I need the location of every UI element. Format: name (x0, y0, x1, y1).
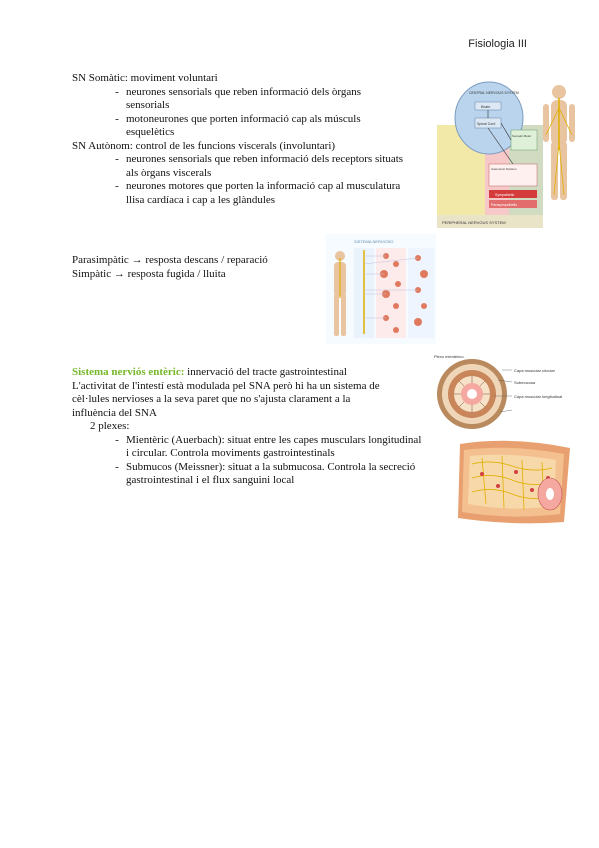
enteric-paragraph-line: L'activitat de l'intestí està modulada p… (72, 379, 380, 392)
human-figure-icon (334, 251, 346, 336)
enteric-paragraph-line: influència del SNA (72, 406, 157, 419)
plexus-item: -Submucos (Meissner): situat a la submuc… (115, 460, 416, 487)
simpatic-line: Simpàtic → resposta fugida / lluita (72, 267, 226, 280)
intestine-wall-svg (452, 434, 575, 528)
fig1-spinal-label: Spinal Cord (477, 122, 495, 126)
fig3-label: Capa muscular circular (514, 368, 556, 373)
human-figure-icon (543, 85, 575, 200)
fig1-sympathetic-label: Sympathetic (495, 193, 515, 197)
nervous-system-diagram: PERIPHERAL NERVOUS SYSTEM CENTRAL NERVOU… (437, 80, 575, 228)
enteric-title-rest: innervació del tracte gastrointestinal (184, 366, 347, 378)
sistema-nervioso-svg: SISTEMA NERVIOSO (326, 234, 436, 344)
fig1-somatic-label: Somatic Motor (512, 134, 531, 138)
fig1-peripheral-label: PERIPHERAL NERVOUS SYSTEM (442, 220, 506, 225)
page-header: Fisiologia III (468, 38, 527, 50)
nervous-system-diagram-svg: PERIPHERAL NERVOUS SYSTEM CENTRAL NERVOU… (437, 80, 575, 228)
gut-cross-section-svg: Plexo mientérico Capa muscular circular … (432, 352, 574, 434)
fig3-label: Capa muscular longitudinal (514, 394, 562, 399)
autonom-title: SN Autònom: control de les funcions visc… (72, 139, 336, 152)
fig1-autonomic-label: Autonomic Division (491, 167, 517, 171)
somatic-item: -motoneurones que porten informació cap … (115, 112, 361, 139)
intestine-wall-illustration (452, 434, 575, 528)
autonomic-divisions: Parasimpàtic → resposta descans / repara… (72, 254, 268, 281)
gut-cross-section-diagram: Plexo mientérico Capa muscular circular … (432, 352, 574, 434)
fig1-central-label: CENTRAL NERVOUS SYSTEM (469, 91, 519, 95)
autonom-item: -neurones sensorials que reben informaci… (115, 153, 404, 179)
autonom-item: -neurones motores que porten la informac… (115, 180, 401, 206)
parasimpatic-line: Parasimpàtic → resposta descans / repara… (72, 254, 268, 266)
enteric-paragraph-line: cèl·lules nervioses a la seva paret que … (72, 393, 351, 405)
enteric-title: Sistema nerviós entèric: (72, 366, 185, 378)
enteric-section: Sistema nerviós entèric: innervació del … (72, 366, 422, 488)
fig1-brain-label: Brain (481, 104, 490, 109)
somatic-item: -neurones sensorials que reben informaci… (115, 85, 362, 112)
fig2-title: SISTEMA NERVIOSO (354, 239, 394, 244)
plexes-label: 2 plexes: (90, 420, 130, 432)
nervous-system-section: SN Somàtic: moviment voluntari -neurones… (72, 72, 412, 207)
fig1-parasympathetic-label: Parasympathetic (491, 203, 517, 207)
sistema-nervioso-diagram: SISTEMA NERVIOSO (326, 234, 436, 344)
plexus-item: -Mientèric (Auerbach): situat entre les … (115, 433, 422, 460)
fig3-label: Submucosa (514, 380, 536, 385)
somatic-title: SN Somàtic: moviment voluntari (72, 72, 218, 84)
fig3-label: Plexo mientérico (434, 354, 464, 359)
